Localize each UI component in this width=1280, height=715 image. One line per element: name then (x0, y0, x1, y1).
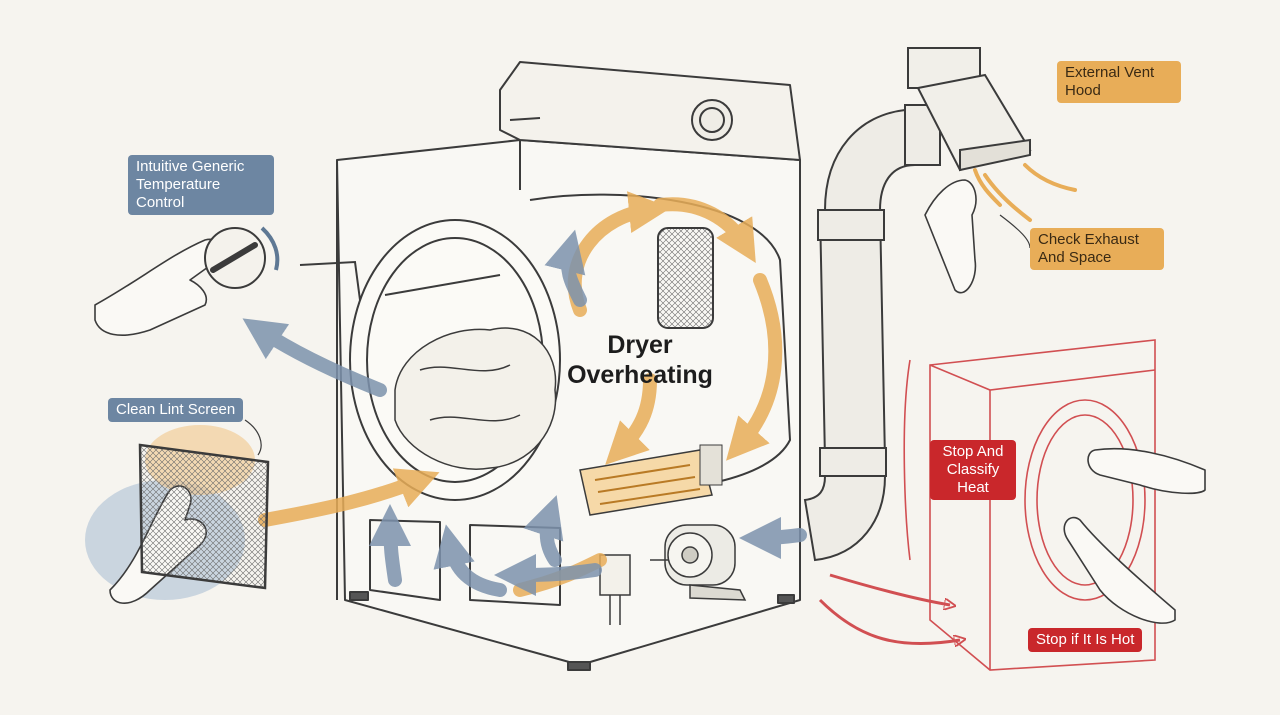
diagram-title: Dryer Overheating (545, 330, 735, 390)
lint-screen-icon (138, 443, 270, 590)
red-sketch-dryer (818, 339, 1156, 671)
title-line-1: Dryer (607, 331, 673, 359)
temperature-control-label: Intuitive Generic Temperature Control (128, 155, 274, 215)
duct-icon (803, 104, 941, 562)
hand-icon (94, 179, 1206, 624)
exhaust-puffs (973, 163, 1077, 222)
heating-element-icon (579, 444, 723, 516)
title-line-2: Overheating (567, 361, 713, 389)
vent-hood-label: External Vent Hood (1057, 61, 1181, 103)
stop-hot-label: Stop if It Is Hot (1028, 628, 1143, 652)
leader-lines (244, 214, 1031, 456)
check-exhaust-label: Check Exhaust And Space (1030, 228, 1164, 270)
vent-hood-icon (907, 47, 1032, 172)
stop-classify-label: Stop And Classify Heat (930, 440, 1016, 500)
motor-icon (650, 524, 747, 601)
lint-screen-label: Clean Lint Screen (108, 398, 244, 422)
clothes (394, 327, 557, 470)
temperature-dial-icon (204, 226, 280, 289)
